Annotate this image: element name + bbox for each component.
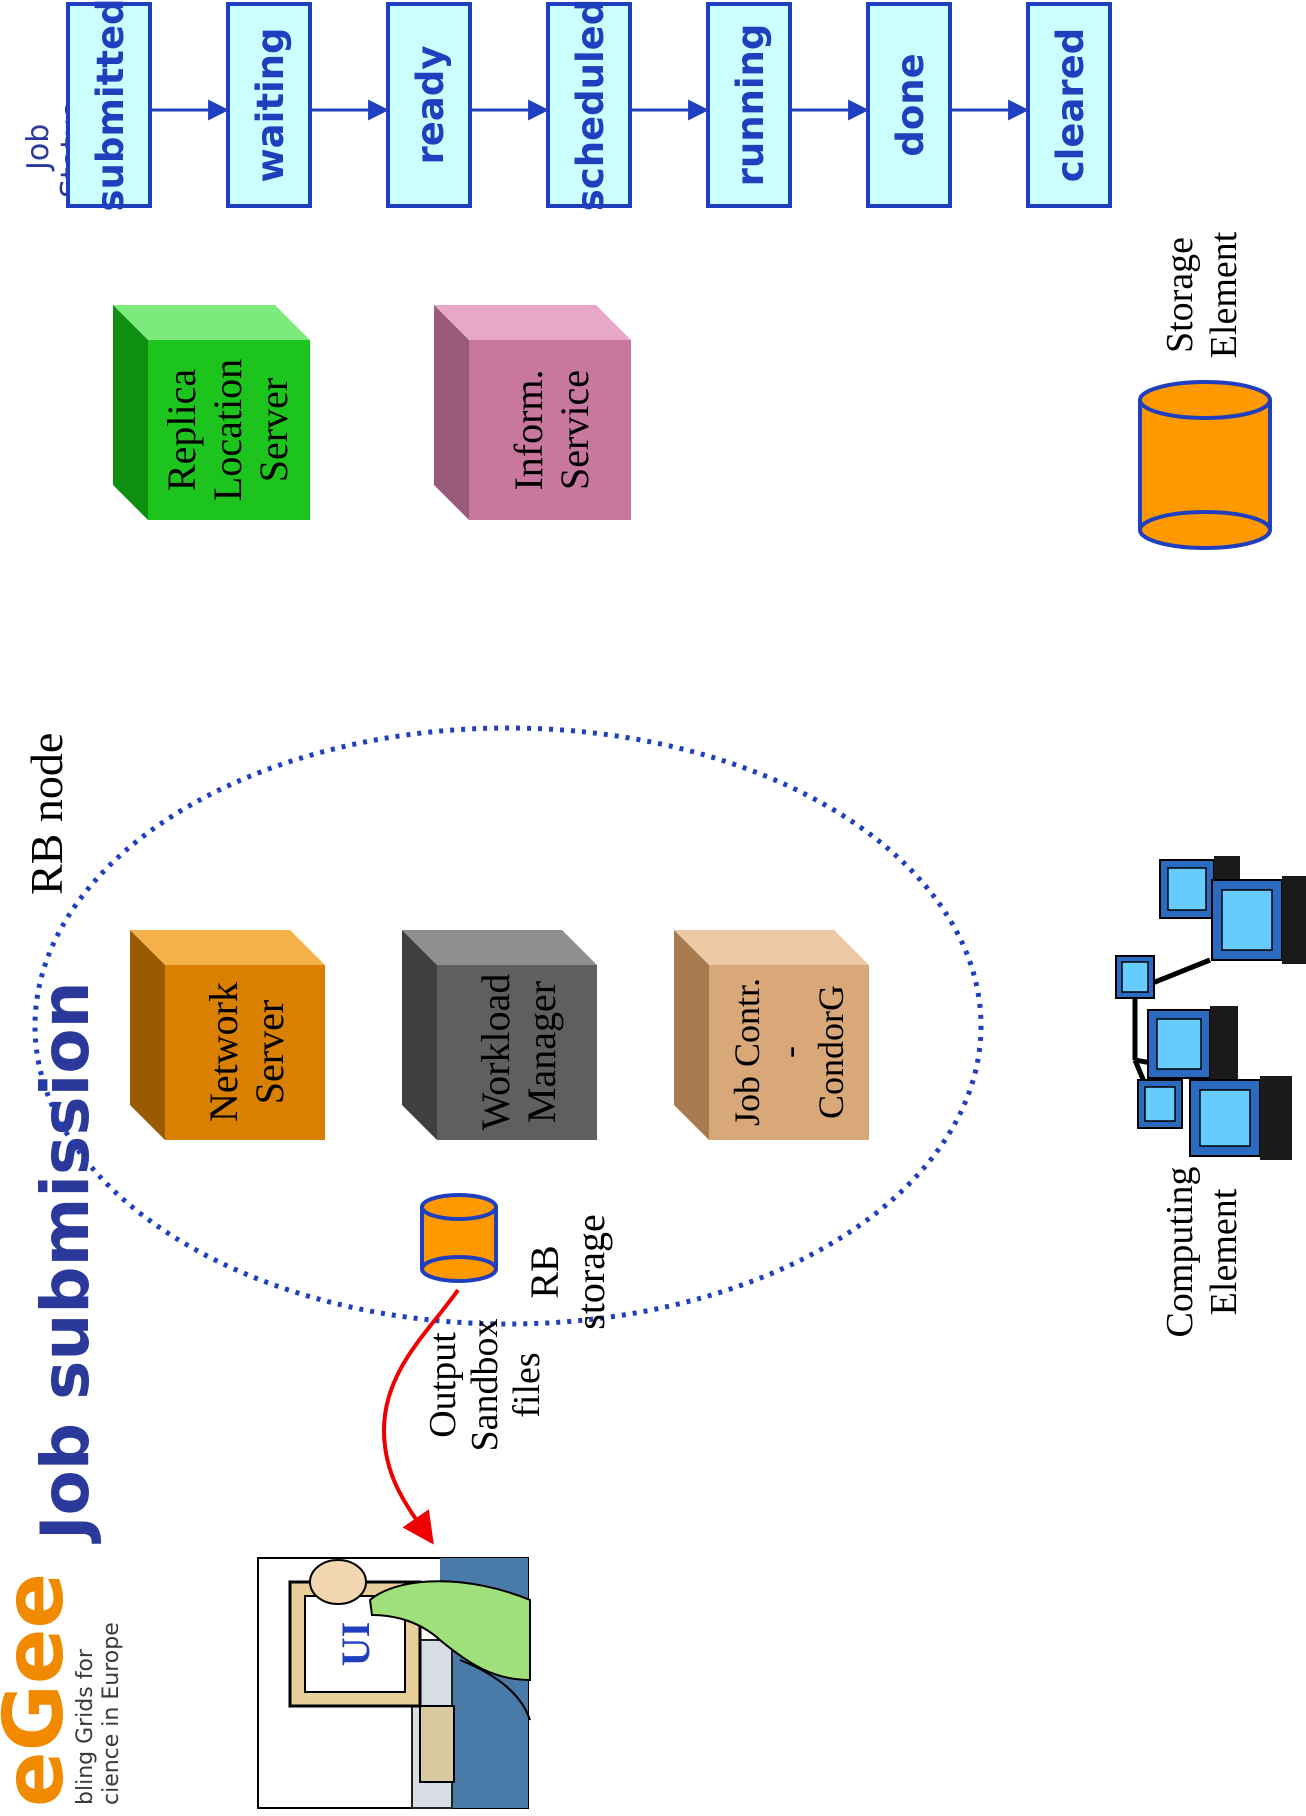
title-group: Job submission xyxy=(27,981,104,1544)
status-label-ready: ready xyxy=(409,46,452,165)
workload-line-1: Workload xyxy=(473,974,518,1131)
status-box-waiting: waiting xyxy=(226,2,312,208)
job-controller-line-2: - xyxy=(769,1046,809,1058)
inform-line-1: Inform. xyxy=(506,369,551,490)
network-server-line-2: Server xyxy=(247,1000,292,1104)
rb-storage-label: RB storage xyxy=(522,1214,613,1330)
svg-text:Sandbox: Sandbox xyxy=(464,1319,506,1452)
svg-text:Output: Output xyxy=(422,1332,464,1438)
sandbox-label: Output Sandbox files xyxy=(422,1319,548,1452)
replica-line-2: Location xyxy=(205,359,250,501)
page-title: Job submission xyxy=(27,981,104,1544)
keyboard xyxy=(419,1705,455,1783)
user-figure xyxy=(368,1580,531,1682)
job-controller-line-3: CondorG xyxy=(811,985,851,1119)
status-label-scheduled: scheduled xyxy=(569,0,612,211)
svg-text:Computing: Computing xyxy=(1159,1166,1201,1337)
status-label-running: running xyxy=(729,24,772,187)
computer-5 xyxy=(1189,1076,1292,1160)
status-label-done: done xyxy=(889,53,932,156)
replica-location-server: Replica Location Server xyxy=(113,305,310,520)
workload-manager: Workload Manager xyxy=(402,930,597,1140)
egee-logo: eGee xyxy=(0,1573,82,1807)
svg-text:RB node: RB node xyxy=(21,733,72,895)
svg-text:Element: Element xyxy=(1203,1188,1245,1315)
computer-1 xyxy=(1115,955,1155,999)
ui-workstation: UI xyxy=(257,1557,531,1809)
status-box-running: running xyxy=(706,2,792,208)
status-chain: submitted waiting ready scheduled runnin… xyxy=(66,0,1112,212)
user-head xyxy=(309,1559,367,1605)
logo-tagline-1: bling Grids for xyxy=(73,1648,98,1805)
computer-4 xyxy=(1137,1079,1183,1129)
rb-node-boundary xyxy=(32,725,984,1327)
egee-tagline: bling Grids for cience in Europe xyxy=(73,1622,124,1805)
svg-text:RB: RB xyxy=(522,1245,567,1298)
status-label-cleared: cleared xyxy=(1049,28,1092,183)
status-box-ready: ready xyxy=(386,2,472,208)
job-controller-line-1: Job Contr. xyxy=(727,978,767,1126)
svg-text:storage: storage xyxy=(568,1214,613,1330)
workload-line-2: Manager xyxy=(519,981,564,1123)
inform-line-2: Service xyxy=(552,370,597,490)
storage-element-label: Storage Element xyxy=(1159,231,1245,358)
logo-mark: eGee xyxy=(0,1573,82,1807)
computer-6 xyxy=(1211,876,1306,964)
computing-element-cluster xyxy=(1115,856,1306,1160)
replica-line-3: Server xyxy=(251,378,296,482)
network-server-line-1: Network xyxy=(201,982,246,1122)
status-box-done: done xyxy=(866,2,952,208)
svg-text:Element: Element xyxy=(1203,231,1245,358)
status-label-waiting: waiting xyxy=(249,27,292,182)
status-label-submitted: submitted xyxy=(89,0,132,212)
rb-node-label: RB node xyxy=(21,733,72,895)
logo-tagline-2: cience in Europe xyxy=(99,1622,124,1805)
computer-3 xyxy=(1147,1006,1238,1082)
sandbox-transfer-arrow xyxy=(381,1288,460,1545)
network-server: Network Server xyxy=(130,930,325,1140)
user-arm xyxy=(459,1659,531,1721)
status-box-scheduled: scheduled xyxy=(546,0,632,211)
svg-text:Storage: Storage xyxy=(1159,237,1201,353)
ui-label: UI xyxy=(333,1622,378,1666)
computing-element-label: Computing Element xyxy=(1159,1166,1245,1337)
job-status-label-1: Job xyxy=(21,124,56,172)
replica-line-1: Replica xyxy=(159,369,204,491)
status-box-submitted: submitted xyxy=(66,0,152,212)
information-service: Inform. Service xyxy=(434,305,631,520)
svg-text:files: files xyxy=(506,1352,548,1417)
job-controller: Job Contr. - CondorG xyxy=(674,930,869,1140)
rb-storage-cylinder xyxy=(420,1193,498,1283)
status-box-cleared: cleared xyxy=(1026,2,1112,208)
storage-element-cylinder xyxy=(1138,380,1272,550)
